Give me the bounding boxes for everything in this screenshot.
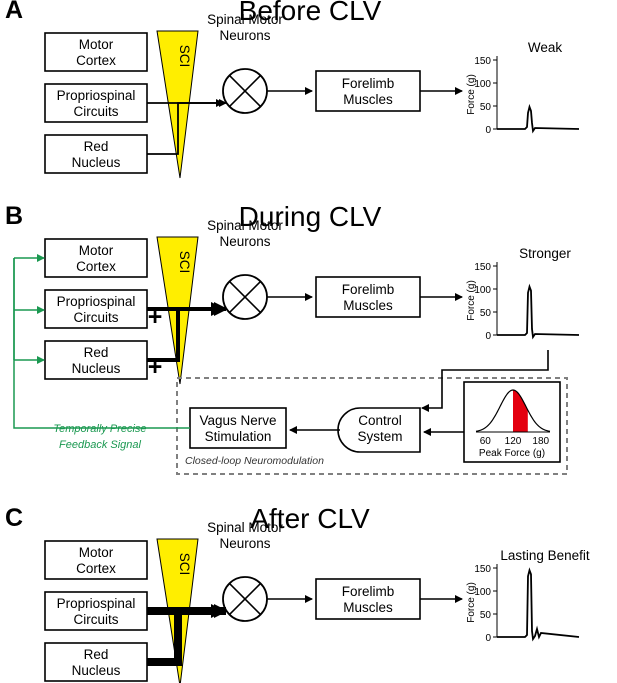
- inset-x-tick-label: 60: [480, 436, 492, 447]
- trace-y-tick-label: 0: [485, 125, 491, 136]
- forelimb-muscles-box: [315, 70, 421, 112]
- highlighted-region: [513, 390, 528, 432]
- propriospinal-box: [44, 289, 148, 329]
- trace-y-tick-label: 50: [480, 308, 492, 319]
- trace-y-tick-label: 0: [485, 331, 491, 342]
- plus-sign: +: [148, 353, 163, 381]
- trace-y-axis-label: Force (g): [466, 74, 477, 115]
- inset-x-tick-label: 120: [505, 436, 522, 447]
- red-nucleus-arrow: [147, 302, 228, 362]
- neuron-cross-b: [228, 280, 262, 314]
- forelimb-muscles-box: [315, 276, 421, 318]
- propriospinal-box: [44, 83, 148, 123]
- motor-cortex-box: [44, 32, 148, 72]
- red-nucleus-arrow: [147, 99, 227, 155]
- trace-to-control-arrow: [421, 350, 549, 412]
- inset-x-tick-label: 180: [532, 436, 549, 447]
- trace-y-tick-label: 150: [474, 262, 491, 273]
- red-nucleus-box: [44, 340, 148, 380]
- forelimb-muscles-box: [315, 578, 421, 620]
- panel-letter-B: B: [5, 202, 23, 230]
- trace-title: Stronger: [519, 246, 571, 261]
- distribution-curve: [475, 389, 551, 432]
- neuron-cross-b: [228, 582, 262, 616]
- panel-title: During CLV: [239, 201, 382, 232]
- panel-title: Before CLV: [239, 0, 382, 26]
- plus-sign: +: [148, 303, 163, 331]
- force-trace: [497, 283, 580, 340]
- control-system-shape: [337, 407, 421, 453]
- closed-loop-label: Closed-loop Neuromodulation: [185, 455, 324, 467]
- trace-y-tick-label: 50: [480, 102, 492, 113]
- sci-label: SCI: [177, 45, 192, 68]
- trace-y-axis-label: Force (g): [466, 280, 477, 321]
- trace-y-tick-label: 100: [474, 285, 491, 296]
- trace-title: Weak: [528, 40, 563, 55]
- propriospinal-box: [44, 591, 148, 631]
- trace-y-tick-label: 100: [474, 587, 491, 598]
- inset-x-label: Peak Force (g): [479, 448, 545, 459]
- panel-letter-C: C: [5, 504, 23, 532]
- peak-force-inset: [463, 381, 561, 463]
- trace-y-tick-label: 150: [474, 564, 491, 575]
- red-nucleus-box: [44, 134, 148, 174]
- trace-title: Lasting Benefit: [500, 548, 590, 563]
- motor-cortex-box: [44, 540, 148, 580]
- panel-letter-A: A: [5, 0, 23, 24]
- motor-cortex-box: [44, 238, 148, 278]
- trace-y-tick-label: 0: [485, 633, 491, 644]
- trace-y-tick-label: 100: [474, 79, 491, 90]
- force-trace: [497, 567, 580, 642]
- force-trace: [497, 103, 580, 134]
- sci-label: SCI: [177, 553, 192, 576]
- trace-y-tick-label: 50: [480, 610, 492, 621]
- panel-title: After CLV: [250, 503, 370, 534]
- red-nucleus-arrow: [147, 604, 228, 666]
- neuron-cross-b: [228, 74, 262, 108]
- trace-y-axis-label: Force (g): [466, 582, 477, 623]
- red-nucleus-box: [44, 642, 148, 682]
- sci-label: SCI: [177, 251, 192, 274]
- trace-y-tick-label: 150: [474, 56, 491, 67]
